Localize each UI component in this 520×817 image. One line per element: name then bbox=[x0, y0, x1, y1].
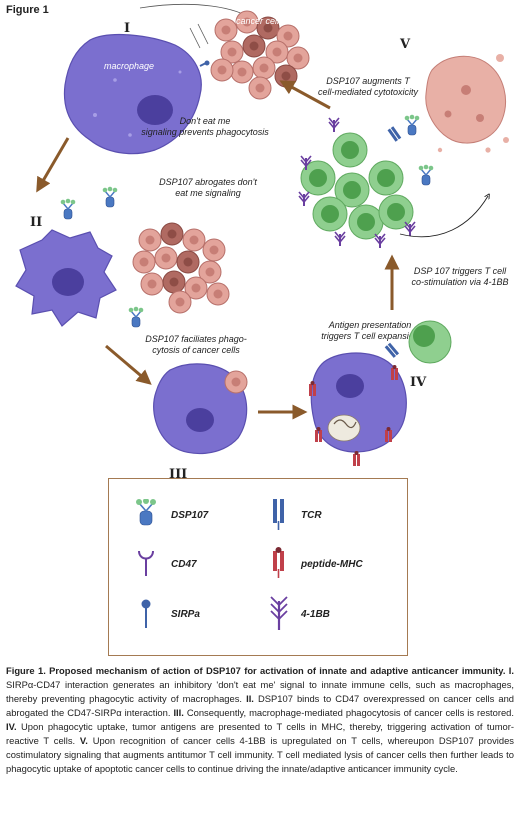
arrow-ii-to-iii bbox=[105, 344, 152, 385]
tcr-icon bbox=[273, 499, 284, 530]
sirpa-icon bbox=[141, 599, 151, 628]
stage-v: V DSP107 augments T cell-mediated cytoto… bbox=[298, 37, 509, 249]
figure-title: Figure 1 bbox=[6, 4, 49, 16]
triggers-label-line2: co-stimulation via 4-1BB bbox=[411, 277, 508, 287]
stage-v-tcr-mhc bbox=[387, 126, 402, 142]
stage-v-numeral: V bbox=[399, 37, 411, 52]
facilitates-label-line1: DSP107 faciliates phago- bbox=[145, 334, 247, 344]
arrow-v-to-i bbox=[279, 80, 331, 110]
abrogates-label-line1: DSP107 abrogates don't bbox=[159, 177, 257, 187]
stage-iv-t-cell: T cell bbox=[408, 320, 452, 374]
dont-eat-label-line2: signaling prevents phagocytosis bbox=[141, 127, 269, 137]
figure-caption: Figure 1. Proposed mechanism of action o… bbox=[6, 664, 514, 776]
stage-iv-macrophage bbox=[310, 352, 407, 453]
stage-i-macrophage bbox=[63, 33, 202, 155]
stage-ii-macrophage-nucleus bbox=[52, 268, 84, 296]
stage-iv: Antigen presentation triggers T cell exp… bbox=[309, 320, 452, 466]
caption-text-ii: DSP107 binds to CD47 overexpressed on ca… bbox=[6, 693, 514, 718]
legend-dsp107-label: DSP107 bbox=[171, 510, 209, 521]
caption-title: Figure 1. Proposed mechanism of action o… bbox=[6, 665, 506, 676]
stage-i: macrophage cancer cells I Don't eat me s… bbox=[63, 4, 310, 155]
antigen-label-line2: triggers T cell expansion bbox=[321, 331, 419, 341]
peptide-mhc-icon bbox=[273, 547, 284, 578]
legend-4-1bb-label: 4-1BB bbox=[301, 609, 330, 620]
antigen-label-line1: Antigen presentation bbox=[328, 320, 412, 330]
stage-iii-macrophage-nucleus bbox=[186, 408, 214, 432]
legend: DSP107 CD47 SIRPa TCR peptide-MHC 4-1BB bbox=[108, 478, 408, 656]
dont-eat-label-line1: Don't eat me bbox=[180, 116, 231, 126]
stage-i-macrophage-nucleus bbox=[137, 95, 173, 125]
legend-sirpa-label: SIRPa bbox=[171, 609, 200, 620]
caption-text-i: SIRPα-CD47 interaction generates an inhi… bbox=[6, 679, 514, 704]
abrogates-label-line2: eat me signaling bbox=[175, 188, 241, 198]
stage-iii: III bbox=[153, 363, 248, 482]
stage-ii: II DSP107 abrogates don't eat me signali… bbox=[15, 177, 257, 355]
dsp107-icon bbox=[136, 499, 156, 526]
arrow-i-to-ii bbox=[36, 137, 70, 193]
caption-text-iv: Upon phagocytic uptake, tumor antigens a… bbox=[6, 721, 514, 746]
augments-label-line1: DSP107 augments T bbox=[326, 76, 411, 86]
cancer-cells-label: cancer cells bbox=[236, 16, 284, 26]
augments-label-line2: cell-mediated cytotoxicity bbox=[318, 87, 419, 97]
cd47-icon bbox=[138, 550, 154, 576]
stage-v-cancer-debris bbox=[425, 54, 509, 153]
caption-stage-v: V. bbox=[79, 735, 88, 746]
stage-iv-numeral: IV bbox=[410, 375, 427, 390]
legend-pmhc-label: peptide-MHC bbox=[301, 559, 363, 570]
triggers-label-line1: DSP 107 triggers T cell bbox=[414, 266, 507, 276]
stage-i-numeral: I bbox=[124, 21, 130, 36]
stage-ii-numeral: II bbox=[30, 215, 42, 230]
legend-tcr-label: TCR bbox=[301, 510, 322, 521]
legend-cd47-label: CD47 bbox=[171, 559, 197, 570]
caption-stage-i: I. bbox=[508, 665, 514, 676]
facilitates-label-line2: cytosis of cancer cells bbox=[152, 345, 240, 355]
caption-stage-iv: IV. bbox=[6, 721, 17, 732]
caption-stage-iii: III. bbox=[173, 707, 184, 718]
stage-ii-cancer-cluster bbox=[132, 222, 230, 314]
caption-stage-ii: II. bbox=[246, 693, 254, 704]
stage-v-curve-arrow bbox=[399, 196, 488, 238]
macrophage-label: macrophage bbox=[104, 61, 154, 71]
4-1bb-icon bbox=[270, 596, 288, 630]
caption-text-v: Upon recognition of cancer cells 4-1BB i… bbox=[6, 735, 514, 774]
caption-text-iii: Consequently, macrophage-mediated phagoc… bbox=[186, 707, 514, 718]
t-cell-label: T cell bbox=[420, 364, 443, 374]
